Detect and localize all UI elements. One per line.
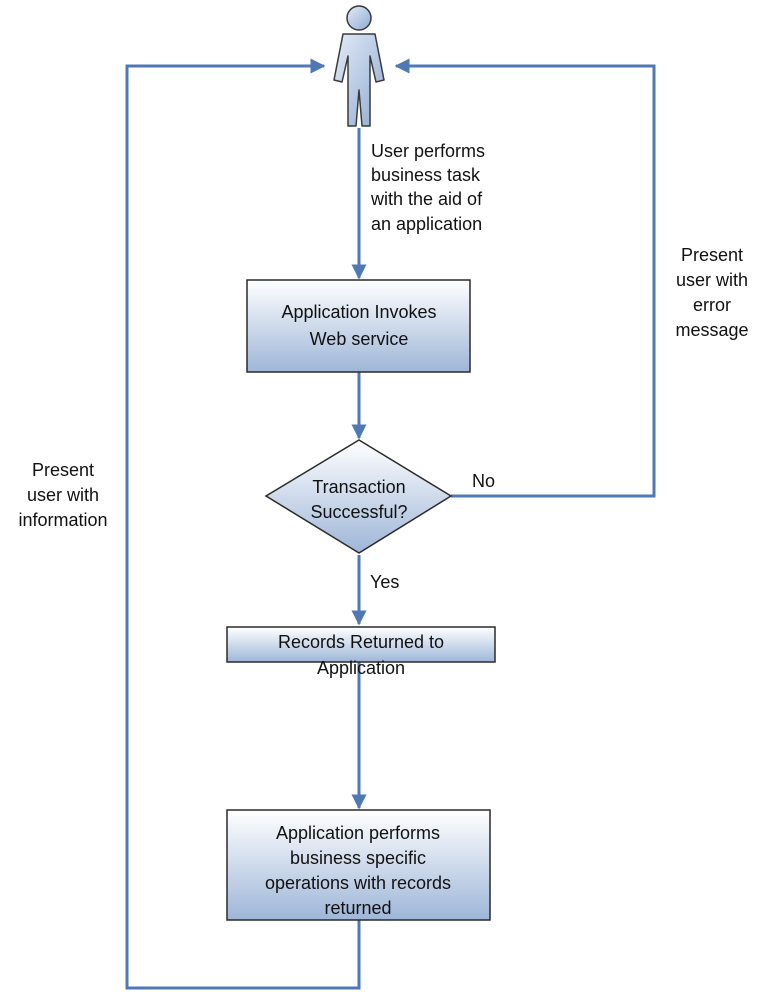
edge-decision-no-to-user xyxy=(394,58,656,498)
label-no: No xyxy=(472,471,495,491)
label-error-line-1: Present xyxy=(681,245,743,265)
node-business-operations: Application performs business specific o… xyxy=(226,809,491,921)
edges xyxy=(125,58,656,990)
node-records-returned: Records Returned to Application xyxy=(226,626,496,678)
node-operations-line-4: returned xyxy=(324,898,391,918)
node-invoke-web-service: Application Invokes Web service xyxy=(246,279,471,373)
label-yes: Yes xyxy=(370,572,399,592)
label-information: Present user with information xyxy=(18,460,107,530)
label-error-line-3: error xyxy=(693,295,731,315)
node-records-line-2: Application xyxy=(317,658,405,678)
label-info-line-1: Present xyxy=(32,460,94,480)
node-decision-line-1: Transaction xyxy=(312,477,405,497)
edge-operations-to-user xyxy=(125,58,361,990)
node-operations-line-1: Application performs xyxy=(276,823,440,843)
user-actor-icon xyxy=(333,5,385,127)
node-records-line-1: Records Returned to xyxy=(278,632,444,652)
node-decision-line-2: Successful? xyxy=(310,502,407,522)
label-info-line-2: user with xyxy=(27,485,99,505)
node-invoke-line-1: Application Invokes xyxy=(281,302,436,322)
label-user-task: User performs business task with the aid… xyxy=(370,141,485,234)
node-operations-line-2: business specific xyxy=(290,848,426,868)
label-error-message: Present user with error message xyxy=(675,245,748,340)
label-user-task-line-2: business task xyxy=(371,165,481,185)
node-decision-transaction-successful: Transaction Successful? xyxy=(264,439,453,554)
label-error-line-4: message xyxy=(675,320,748,340)
label-info-line-3: information xyxy=(18,510,107,530)
node-invoke-line-2: Web service xyxy=(310,329,409,349)
label-user-task-line-1: User performs xyxy=(371,141,485,161)
node-operations-line-3: operations with records xyxy=(265,873,451,893)
label-user-task-line-3: with the aid of xyxy=(370,189,483,209)
label-error-line-2: user with xyxy=(676,270,748,290)
label-user-task-line-4: an application xyxy=(371,214,482,234)
